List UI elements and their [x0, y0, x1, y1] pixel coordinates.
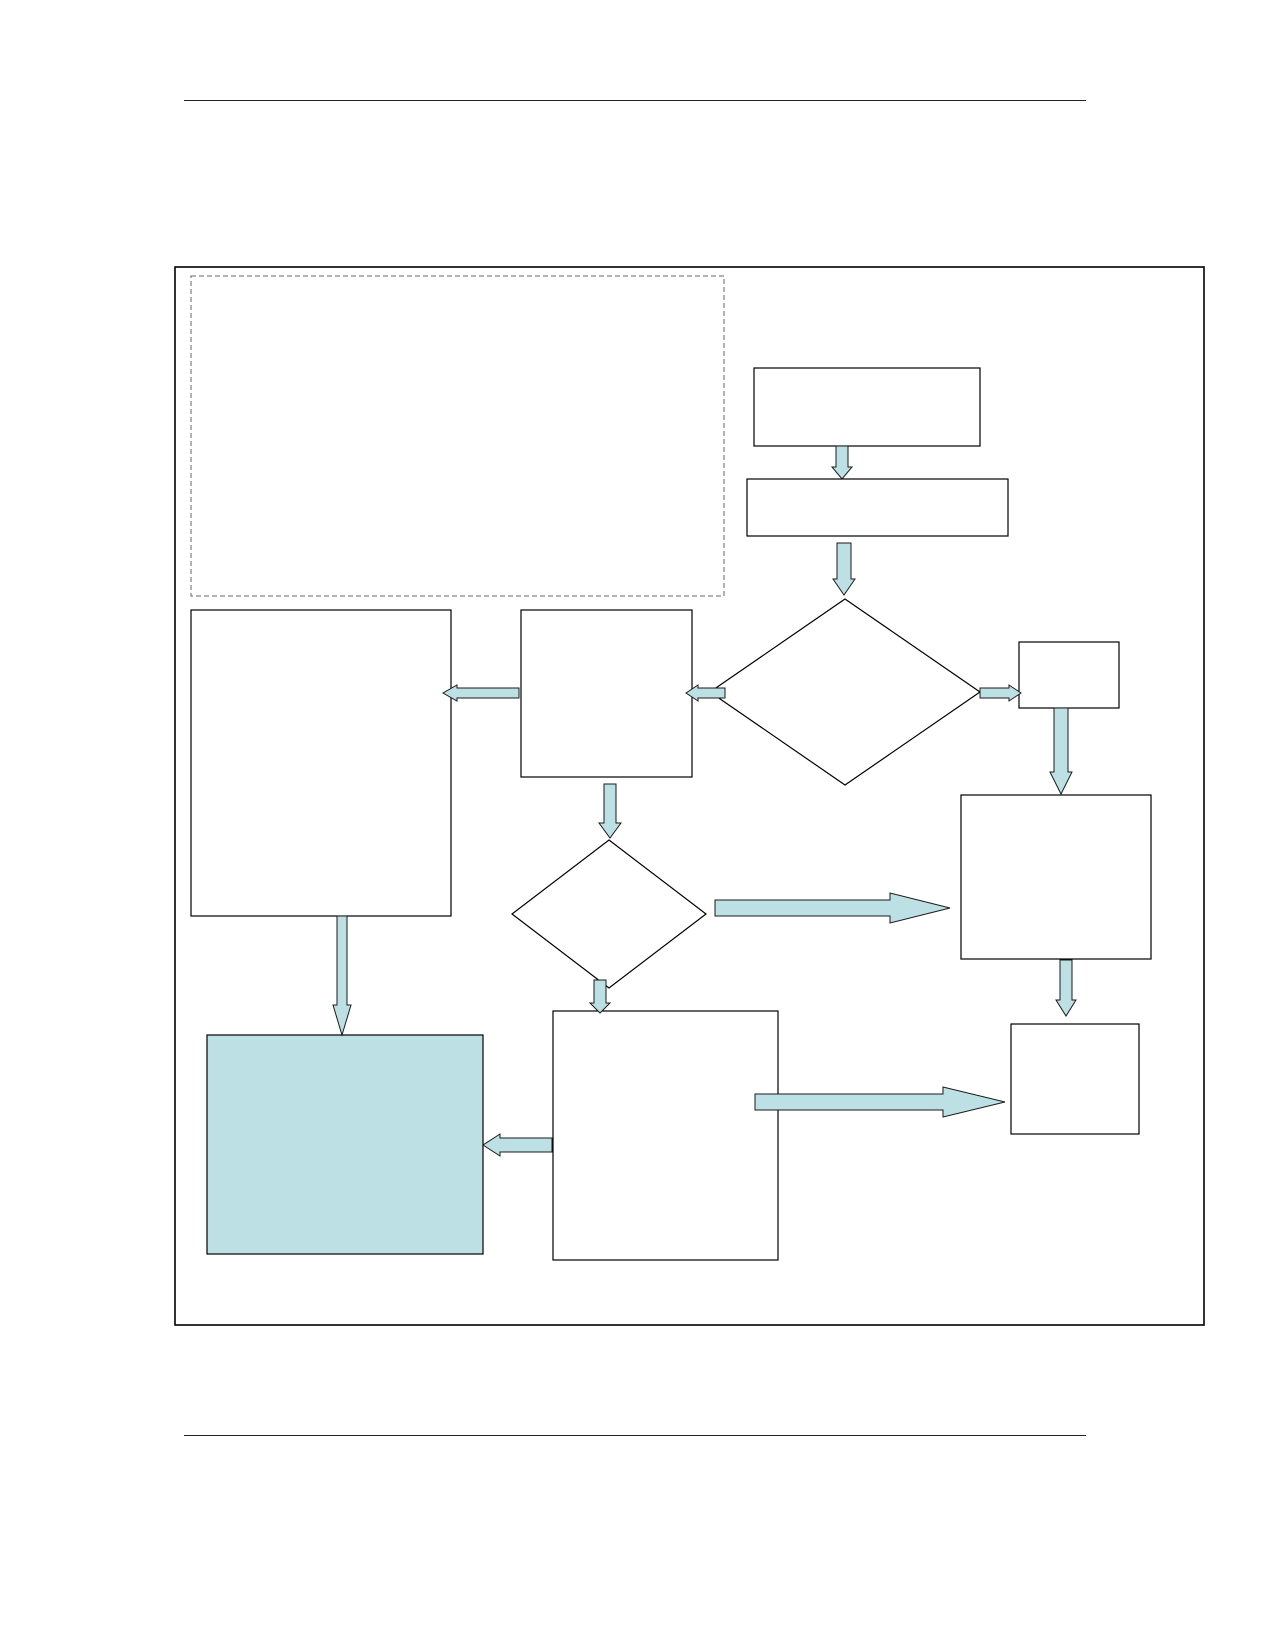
arrow-main-decision-to-small-right-box [979, 684, 1022, 702]
right-process-box-box [960, 794, 1152, 960]
arrow-second-decision-to-lower-center-box [588, 979, 612, 1014]
start-box-box [753, 367, 981, 447]
second-decision-diamond [511, 839, 707, 989]
arrow-lower-center-box-to-final-left-box [482, 1133, 553, 1157]
second-box-box [746, 478, 1009, 537]
arrow-second-box-to-main-decision [832, 542, 856, 596]
tall-left-box-box [190, 609, 452, 917]
arrow-main-decision-to-middle-box [685, 684, 726, 702]
arrow-right-process-box-to-end-right-box [1055, 959, 1077, 1017]
arrow-tall-left-box-to-final-left-box [332, 915, 352, 1037]
footer-rule [184, 1435, 1086, 1436]
end-right-box-box [1010, 1023, 1140, 1135]
middle-box-box [520, 609, 693, 778]
arrow-start-box-to-second-box [830, 445, 854, 480]
final-left-box-box [206, 1034, 484, 1255]
arrow-middle-box-to-tall-left-box [441, 684, 520, 702]
arrow-small-right-box-to-right-process-box [1049, 707, 1073, 796]
header-rule [184, 100, 1086, 101]
diagram-frame [174, 266, 1205, 1326]
main-decision-diamond [708, 598, 982, 786]
arrow-lower-center-box-to-end-right-box [754, 1086, 1006, 1118]
dashed-panel [190, 275, 725, 597]
arrow-middle-box-to-second-decision [598, 783, 622, 839]
small-right-box-box [1018, 641, 1120, 709]
lower-center-box-box [552, 1010, 779, 1261]
arrow-second-decision-to-right-process-box [714, 892, 951, 924]
